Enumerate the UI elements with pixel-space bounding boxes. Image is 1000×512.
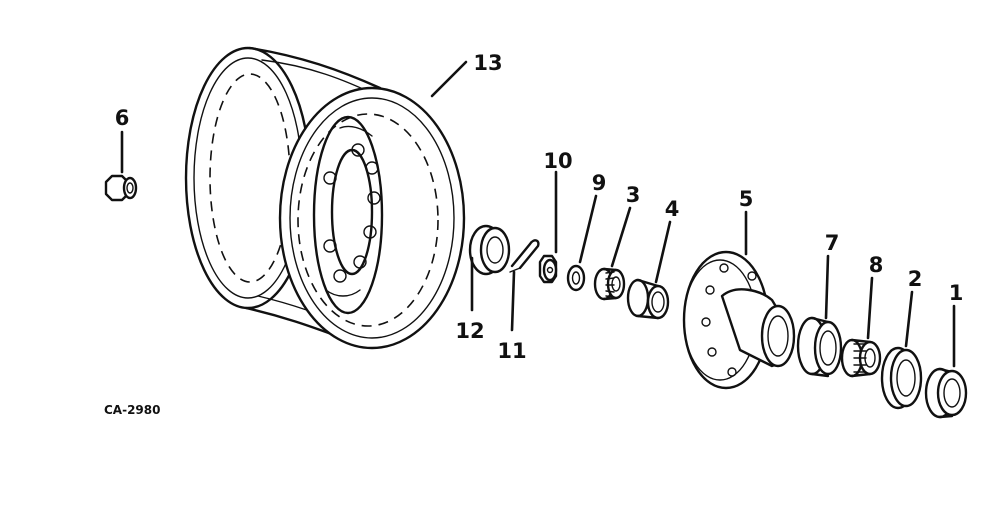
bearing-cup-part-2[interactable] (880, 346, 923, 410)
bearing-cup-part-7[interactable] (796, 316, 843, 378)
callout-10: 10 (543, 149, 572, 173)
callout-3: 3 (626, 183, 641, 207)
seal-part-12[interactable] (468, 224, 511, 276)
callout-1: 1 (949, 281, 964, 305)
bearing-cup-part-4[interactable] (626, 278, 670, 320)
leader-2 (904, 290, 914, 348)
leader-8 (866, 276, 874, 340)
leader-9 (578, 194, 598, 264)
callout-4: 4 (665, 197, 680, 221)
castle-nut-part-10[interactable] (538, 254, 558, 284)
callout-11: 11 (497, 339, 526, 363)
callout-7: 7 (825, 231, 840, 255)
leader-lines (120, 60, 956, 368)
drawing-code: CA-2980 (104, 403, 160, 417)
callout-labels: 13 6 10 9 3 4 5 7 8 2 1 12 11 (115, 51, 964, 363)
washer-part-9[interactable] (566, 264, 586, 292)
callout-12: 12 (455, 319, 484, 343)
callout-8: 8 (869, 253, 884, 277)
hub-part-5[interactable] (682, 250, 796, 390)
leader-11 (510, 270, 516, 332)
leader-7 (824, 254, 830, 320)
cotter-pin-part-11[interactable] (509, 239, 540, 273)
bearing-cone-part-3[interactable] (593, 267, 626, 301)
grease-seal-part-1[interactable] (924, 367, 968, 419)
wheel-rim-part-13[interactable] (184, 46, 466, 350)
callout-2: 2 (908, 267, 923, 291)
callout-5: 5 (739, 187, 754, 211)
leader-13 (430, 60, 468, 98)
leader-3 (610, 206, 632, 268)
callout-9: 9 (592, 171, 607, 195)
callout-13: 13 (473, 51, 502, 75)
wheel-nut-part-6[interactable] (104, 174, 138, 202)
bearing-cone-part-8[interactable] (840, 338, 882, 378)
leader-4 (654, 220, 672, 284)
callout-6: 6 (115, 106, 130, 130)
